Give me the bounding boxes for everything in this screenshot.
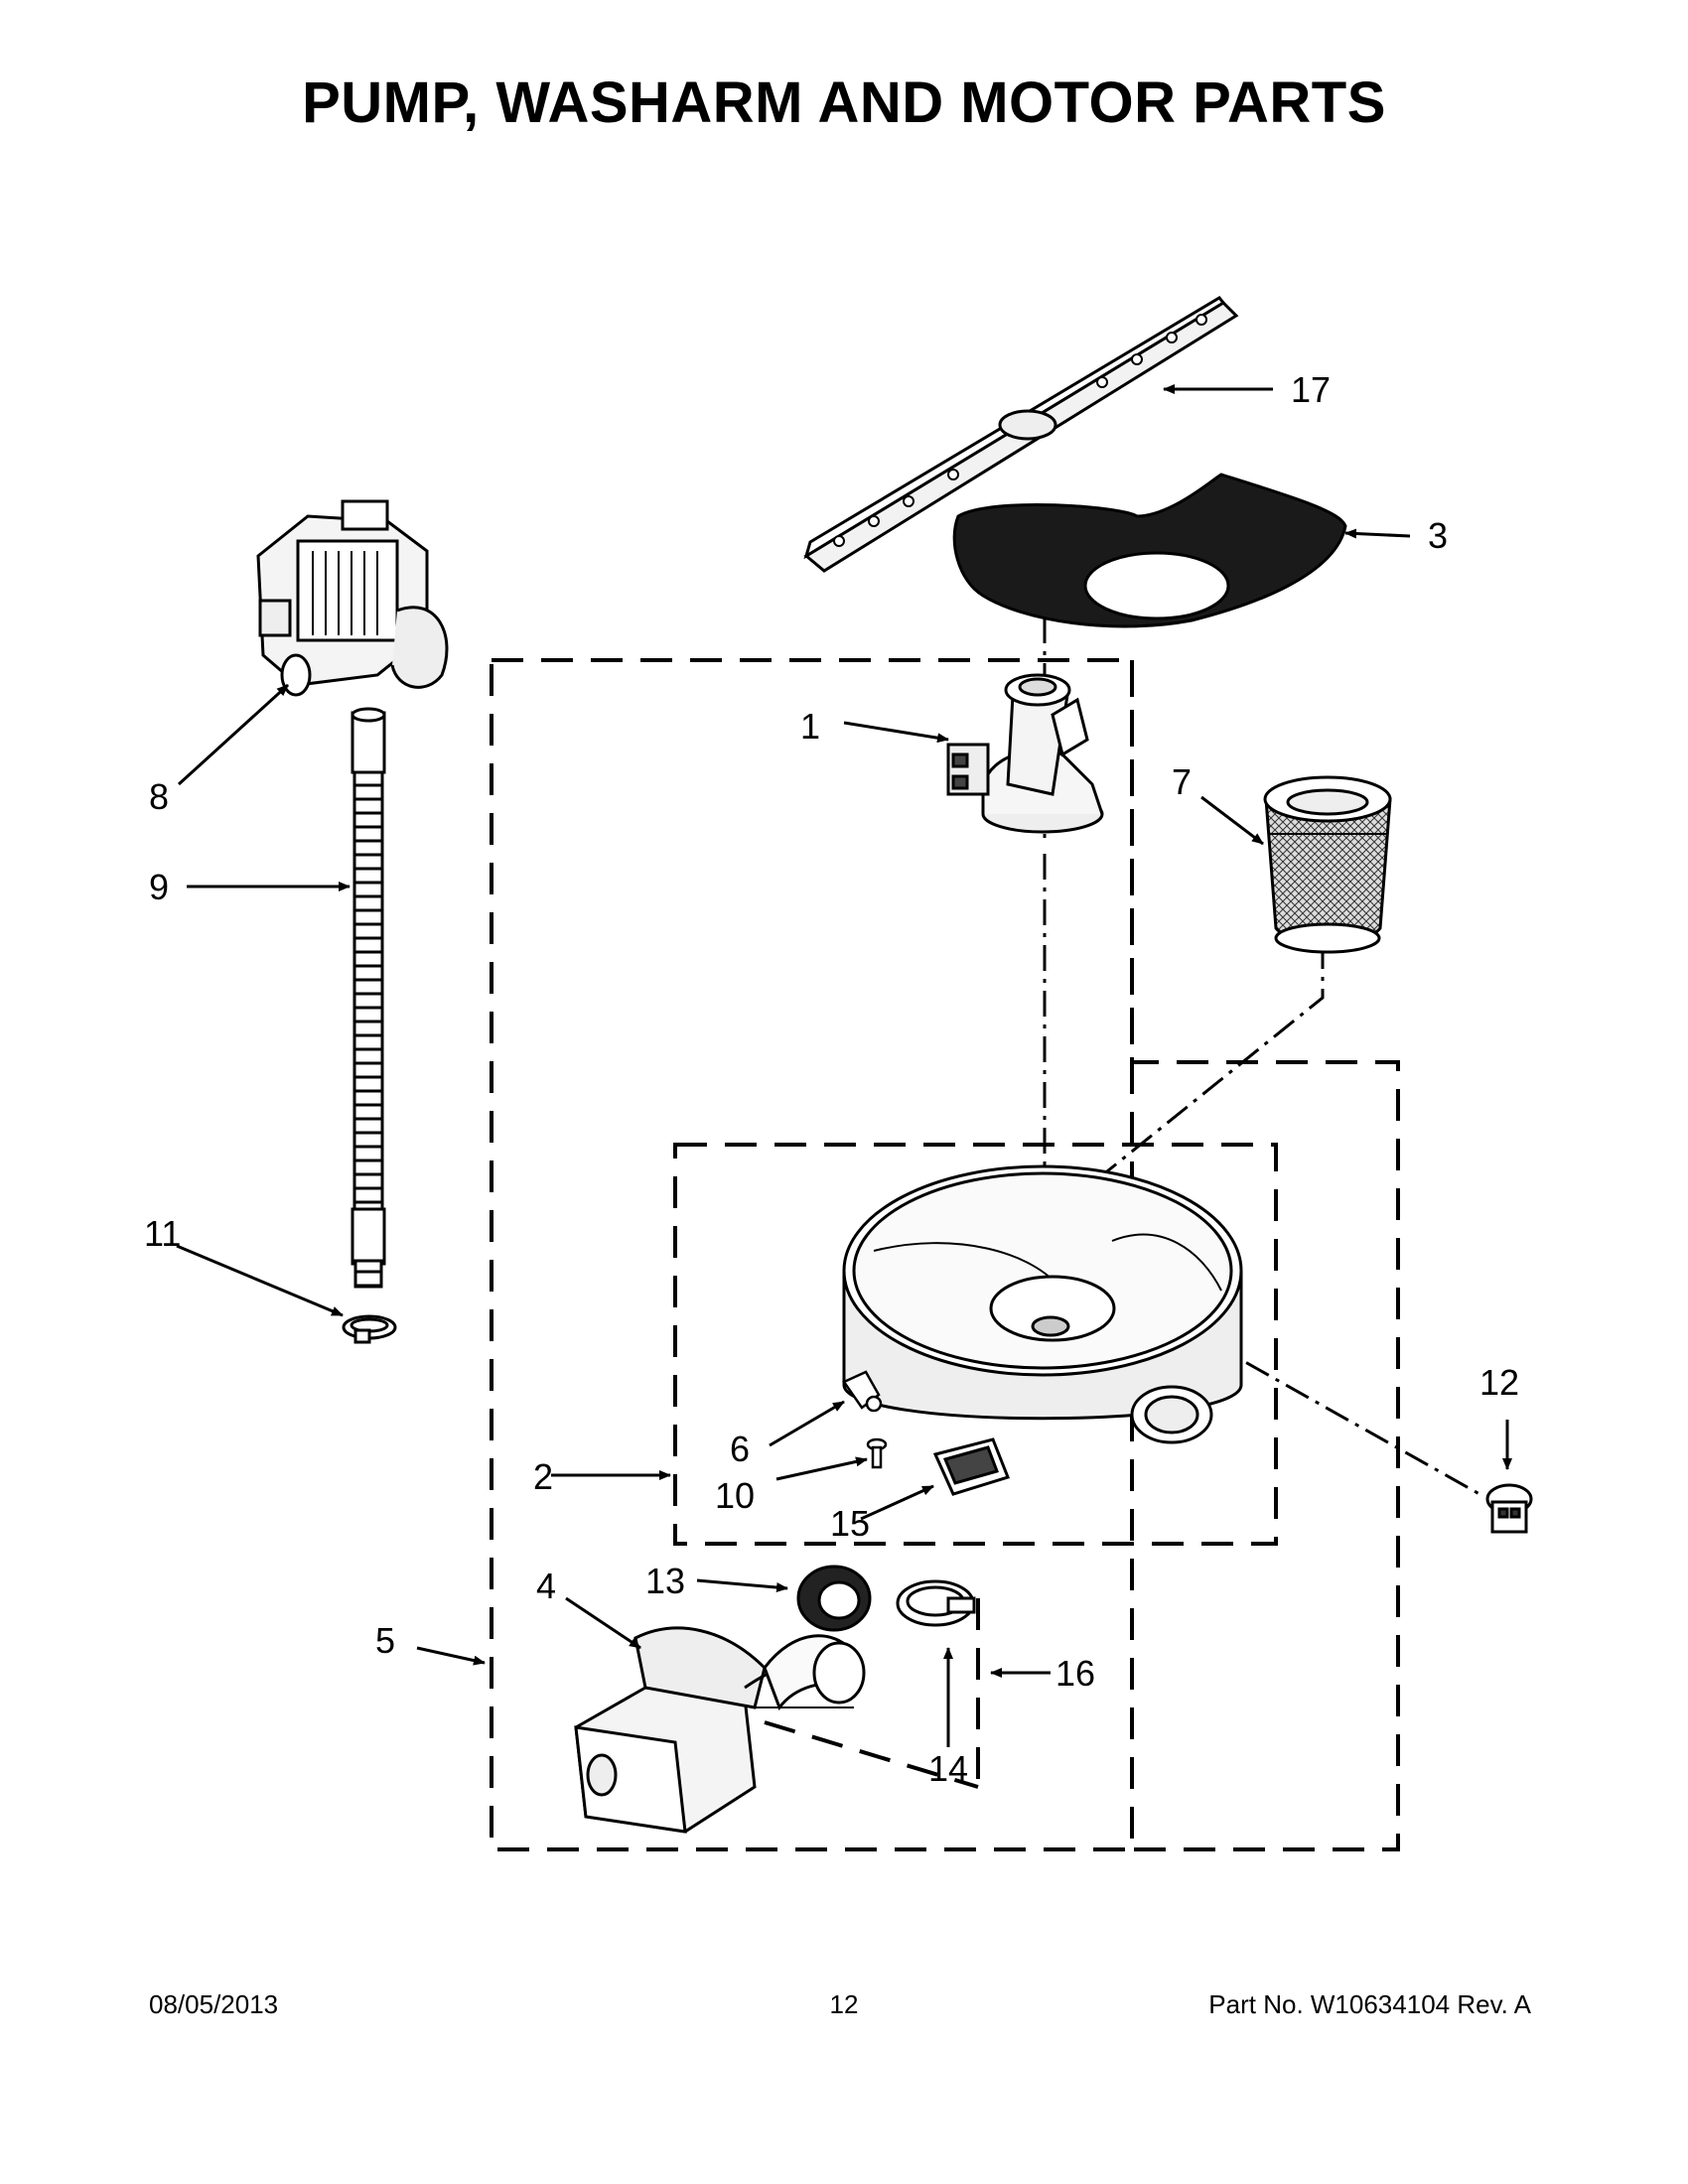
callout-labels: 17 3 1 7 8 9 11 2 6 10 15 12 13 4 5 16 1…	[144, 369, 1519, 1789]
group-box-2	[673, 1143, 1278, 1546]
footer-part-number: Part No. W10634104 Rev. A	[1208, 1989, 1531, 2019]
callout-9: 9	[149, 867, 169, 907]
footer-date: 08/05/2013	[149, 1989, 279, 2019]
pump-valve-part	[946, 673, 1104, 834]
callout-7: 7	[1172, 761, 1192, 802]
drain-hose-part	[351, 707, 386, 1289]
callout-1: 1	[800, 706, 820, 747]
filter-part	[952, 473, 1347, 628]
callout-8: 8	[149, 776, 169, 817]
callout-4: 4	[536, 1566, 556, 1606]
hose-clamp-part	[342, 1314, 397, 1344]
assembly-group-boxes	[490, 658, 1400, 1851]
footer-page-number: 12	[829, 1989, 859, 2019]
screw-part	[866, 1437, 888, 1469]
callout-13: 13	[645, 1561, 685, 1601]
callout-2: 2	[533, 1456, 553, 1497]
thermistor-part	[1485, 1483, 1533, 1534]
leader-arrows	[176, 384, 1512, 1747]
drain-pump-part	[256, 499, 449, 697]
filter-cup-part	[1263, 775, 1392, 954]
group-box-14	[764, 1720, 979, 1789]
callout-5: 5	[375, 1620, 395, 1661]
callout-11: 11	[144, 1213, 181, 1254]
washarm-part	[803, 296, 1239, 573]
callout-3: 3	[1428, 515, 1448, 556]
page-title: PUMP, WASHARM AND MOTOR PARTS	[302, 70, 1386, 135]
sensor-bracket-part	[842, 1370, 883, 1413]
sump-base-part	[842, 1164, 1243, 1444]
circulation-motor-part	[574, 1626, 866, 1834]
clamp-part	[896, 1579, 976, 1627]
callout-16: 16	[1055, 1653, 1095, 1694]
callout-14: 14	[928, 1748, 968, 1789]
callout-10: 10	[715, 1475, 755, 1516]
callout-12: 12	[1479, 1362, 1519, 1403]
callout-6: 6	[730, 1429, 750, 1469]
callout-17: 17	[1291, 369, 1331, 410]
group-box-7	[1130, 660, 1400, 1851]
float-switch-part	[932, 1437, 1010, 1496]
group-box-5	[490, 658, 1134, 1851]
seal-part	[796, 1565, 872, 1632]
callout-15: 15	[830, 1503, 870, 1544]
